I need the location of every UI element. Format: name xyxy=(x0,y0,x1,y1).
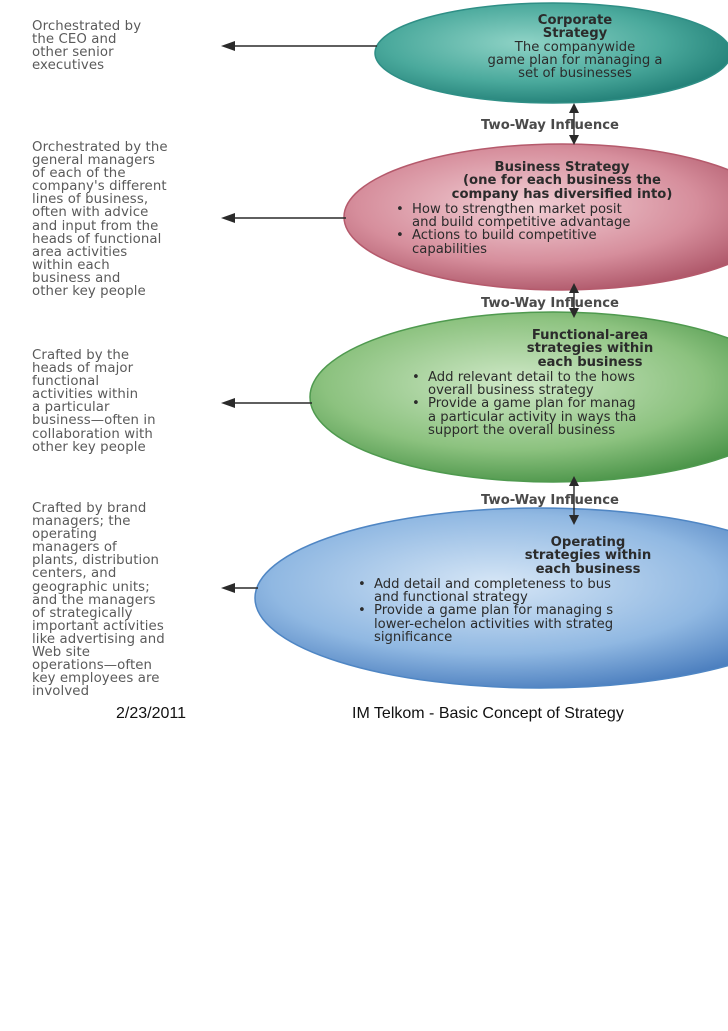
functional-strategy-bullet-1: Add relevant detail to the hows overall … xyxy=(412,371,728,398)
corporate-strategy-subtitle: The companywide game plan for managing a… xyxy=(487,39,663,82)
corporate-arrow-head xyxy=(221,41,235,51)
functional-arrow-head xyxy=(221,398,235,408)
influence-2-arrow-head-up xyxy=(569,283,579,293)
operating-strategy-bullets: Add detail and completeness to bus and f… xyxy=(358,578,728,644)
two-way-influence-label-3: Two-Way Influence xyxy=(481,493,619,508)
corporate-strategy-title: Corporate Strategy xyxy=(537,13,613,42)
operating-strategy-bullet-2: Provide a game plan for managing s lower… xyxy=(358,604,728,644)
functional-strategy-bullets: Add relevant detail to the hows overall … xyxy=(412,371,728,437)
business-arrow-head xyxy=(221,213,235,223)
business-strategy-bullet-2: Actions to build competitive capabilitie… xyxy=(396,229,728,256)
influence-1-arrow-head-down xyxy=(569,135,579,145)
functional-strategy-title: Functional-area strategies within each b… xyxy=(526,328,654,370)
footer-date: 2/23/2011 xyxy=(116,705,186,722)
operating-responsibility-text: Crafted by brand managers; the operating… xyxy=(32,501,165,700)
influence-3-arrow-head-up xyxy=(569,476,579,486)
influence-1-arrow-head-up xyxy=(569,103,579,113)
functional-responsibility-text: Crafted by the heads of major functional… xyxy=(32,348,156,455)
operating-strategy-title: Operating strategies within each busines… xyxy=(524,535,652,577)
business-strategy-bullets: How to strengthen market posit and build… xyxy=(396,203,728,256)
business-responsibility-text: Orchestrated by the general managers of … xyxy=(32,140,168,300)
footer-title: IM Telkom - Basic Concept of Strategy xyxy=(352,705,624,722)
two-way-influence-label-2: Two-Way Influence xyxy=(481,296,619,311)
business-strategy-oval-text: Business Strategy (one for each business… xyxy=(396,161,728,256)
functional-strategy-oval-text: Functional-area strategies within each b… xyxy=(412,329,728,437)
corporate-strategy-oval xyxy=(374,2,728,104)
operating-arrow-head xyxy=(221,583,235,593)
operating-strategy-bullet-1: Add detail and completeness to bus and f… xyxy=(358,578,728,605)
functional-strategy-bullet-2: Provide a game plan for manag a particul… xyxy=(412,397,728,437)
business-strategy-title: Business Strategy (one for each business… xyxy=(451,160,673,202)
corporate-responsibility-text: Orchestrated by the CEO and other senior… xyxy=(32,19,142,74)
corporate-strategy-oval-text: Corporate Strategy The companywide game … xyxy=(440,14,710,80)
operating-strategy-oval-text: Operating strategies within each busines… xyxy=(358,536,728,644)
influence-2-arrow-head-down xyxy=(569,308,579,318)
two-way-influence-label-1: Two-Way Influence xyxy=(481,118,619,133)
business-strategy-bullet-1: How to strengthen market posit and build… xyxy=(396,203,728,230)
influence-3-arrow-head-down xyxy=(569,515,579,525)
